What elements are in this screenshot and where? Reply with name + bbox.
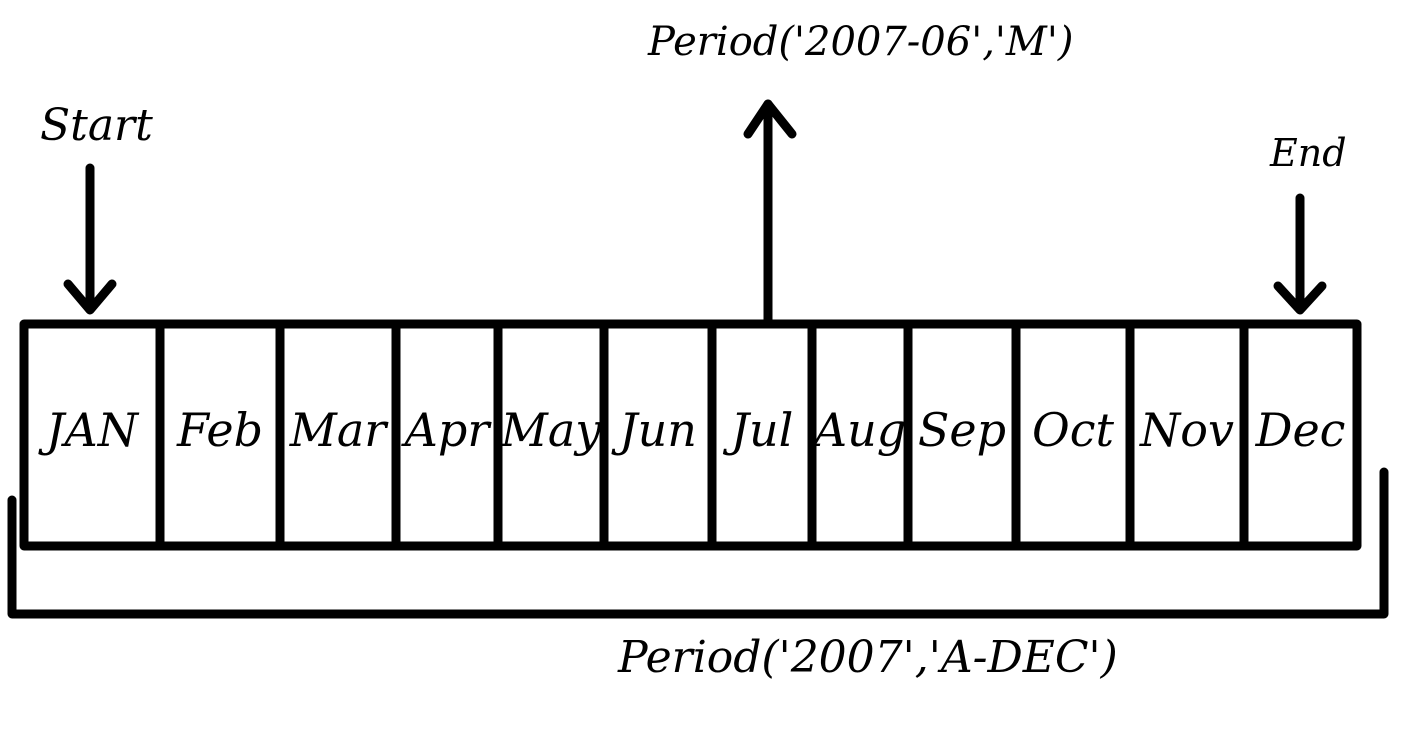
month-label-jan: JAN — [38, 403, 140, 457]
start-label: Start — [40, 100, 153, 151]
month-label-jun: Jun — [611, 403, 697, 457]
start-arrow — [63, 163, 117, 315]
month-label-dec: Dec — [1255, 403, 1346, 457]
month-label-feb: Feb — [176, 403, 263, 457]
month-label-aug: Aug — [810, 403, 906, 457]
period-month-arrow — [743, 99, 797, 329]
month-strip-border — [19, 319, 1362, 551]
month-label-may: May — [500, 403, 603, 457]
month-label-sep: Sep — [918, 403, 1006, 457]
month-label-jul: Jul — [723, 403, 794, 457]
period-year-label: Period('2007','A-DEC') — [618, 632, 1118, 683]
month-label-oct: Oct — [1032, 403, 1114, 457]
end-label: End — [1270, 131, 1347, 175]
month-label-apr: Apr — [401, 403, 493, 457]
month-label-mar: Mar — [289, 403, 390, 457]
end-arrow — [1273, 193, 1327, 315]
year-bracket — [7, 467, 1389, 619]
month-label-nov: Nov — [1139, 403, 1234, 457]
period-month-label: Period('2007-06','M') — [648, 19, 1074, 65]
